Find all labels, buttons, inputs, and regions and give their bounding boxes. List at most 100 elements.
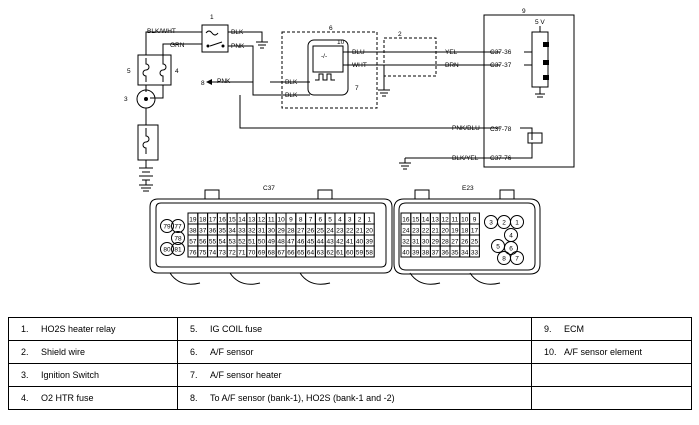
- legend-text: A/F sensor heater: [210, 370, 282, 380]
- callout-7: 7: [355, 85, 359, 92]
- c37-pin-label: 26: [307, 228, 315, 235]
- c37-pin-label: 59: [356, 250, 364, 257]
- c37-pin-label: 46: [297, 239, 305, 246]
- c37-pin-label: 47: [287, 239, 295, 246]
- c37-pin-label: 3: [348, 217, 352, 224]
- legend-cell: 4.O2 HTR fuse: [8, 386, 178, 410]
- callout-8: 8: [201, 80, 205, 87]
- wire-label-pnk-arrow: PNK: [217, 78, 231, 85]
- c37-pin-label: 8: [299, 217, 303, 224]
- c37-pin-label: 9: [289, 217, 293, 224]
- callout-1: 1: [210, 14, 214, 21]
- power-circuit: BLK/WHT GRN 5 4 3: [124, 28, 202, 192]
- legend-cell: 9.ECM: [531, 317, 692, 341]
- e23-pin-label: 16: [402, 217, 410, 224]
- c37-pin-label: 32: [248, 228, 256, 235]
- e23-pin-label: 34: [461, 250, 469, 257]
- wire-label-blk-wht: BLK/WHT: [147, 28, 176, 35]
- e23-pin-label: 31: [412, 239, 420, 246]
- connector-e23-title: E23: [462, 185, 474, 192]
- c37-round-pin: [171, 242, 185, 256]
- e23-round-pin-label: 4: [509, 233, 513, 240]
- c37-pin-label: 54: [219, 239, 227, 246]
- c37-pin-label: 40: [356, 239, 364, 246]
- callout-5: 5: [127, 68, 131, 75]
- c37-pin-label: 24: [326, 228, 334, 235]
- e23-pin-label: 20: [441, 228, 449, 235]
- c37-pin-label: 11: [268, 217, 275, 224]
- c37-pin-label: 56: [199, 239, 207, 246]
- e23-pin-label: 30: [422, 239, 430, 246]
- e23-pin-label: 32: [402, 239, 410, 246]
- legend-number: 6.: [190, 347, 198, 357]
- e23-pin-label: 9: [473, 217, 477, 224]
- fuse-block: [137, 54, 172, 86]
- c37-pin-label: 15: [228, 217, 236, 224]
- e23-round-pin: [510, 215, 524, 229]
- e23-pin-label: 29: [432, 239, 440, 246]
- legend-cell: 6. A/F sensor: [177, 340, 532, 364]
- c37-pin-label: 31: [258, 228, 266, 235]
- e23-pin-label: 18: [461, 228, 469, 235]
- c37-pin-label: 10: [277, 217, 285, 224]
- ecm: 9 5 V C37-36 C37-37 PNK/BLU C37-78 BLK/Y…: [399, 8, 575, 170]
- c37-pin-label: 64: [307, 250, 315, 257]
- e23-pin-label: 39: [412, 250, 420, 257]
- e23-round-pin-label: 1: [515, 220, 519, 227]
- c37-pin-label: 7: [309, 217, 313, 224]
- c37-round-pin-label: 81: [174, 247, 182, 254]
- c37-pin-label: 51: [248, 239, 256, 246]
- ho2s-heater-relay: 1 BLK PNK 8 PNK: [201, 14, 270, 96]
- c37-pin-label: 18: [199, 217, 207, 224]
- c37-round-pin-label: 78: [174, 236, 182, 243]
- e23-pin-label: 35: [451, 250, 459, 257]
- callout-10: 10: [337, 39, 345, 46]
- c37-pin-label: 37: [199, 228, 207, 235]
- shield-wire: 2 YEL BRN: [375, 31, 500, 97]
- callout-2: 2: [398, 31, 402, 38]
- c37-pin-label: 35: [219, 228, 227, 235]
- c37-pin-label: 20: [366, 228, 374, 235]
- e23-round-pin-label: 2: [502, 220, 506, 227]
- wire-label-blk-2: BLK: [285, 92, 298, 99]
- legend-text: HO2S heater relay: [41, 324, 116, 334]
- c37-pin-label: 13: [248, 217, 256, 224]
- legend-text: Shield wire: [41, 347, 86, 357]
- c37-pin-label: 70: [248, 250, 256, 257]
- legend-text: A/F sensor: [210, 347, 254, 357]
- legend-cell: [531, 363, 692, 387]
- legend-number: 2.: [21, 347, 29, 357]
- e23-cell: [469, 245, 480, 258]
- legend-cell: 7.A/F sensor heater: [177, 363, 532, 387]
- e23-pin-label: 22: [422, 228, 430, 235]
- c37-round-pin: [160, 242, 174, 256]
- c37-pin-label: 53: [228, 239, 236, 246]
- wire-label-grn: GRN: [170, 42, 185, 49]
- c37-pin-label: 17: [209, 217, 217, 224]
- c37-pin-label: 55: [209, 239, 217, 246]
- wire-label-blk-relay: BLK: [231, 29, 244, 36]
- c37-pin-label: 73: [219, 250, 227, 257]
- wire-label-wht: WHT: [352, 62, 367, 69]
- e23-pin-label: 36: [441, 250, 449, 257]
- legend-text: To A/F sensor (bank-1), HO2S (bank-1 and…: [210, 393, 395, 403]
- c37-pin-label: 27: [297, 228, 305, 235]
- c37-pin-label: 33: [238, 228, 246, 235]
- c37-pin-label: 49: [268, 239, 276, 246]
- svg-text:-/-: -/-: [321, 53, 327, 60]
- e23-pin-label: 12: [441, 217, 449, 224]
- legend-text: Ignition Switch: [41, 370, 100, 380]
- wire-label-blu: BLU: [352, 49, 365, 56]
- c37-pin-label: 42: [336, 239, 344, 246]
- e23-pin-label: 33: [471, 250, 479, 257]
- c37-pin-label: 16: [219, 217, 227, 224]
- legend-text: O2 HTR fuse: [41, 393, 94, 403]
- e23-round-pin-label: 7: [515, 256, 519, 263]
- af-sensor: 6 -/- 10 7 BLU WHT BLK BLK: [239, 25, 500, 129]
- c37-pin-label: 34: [228, 228, 236, 235]
- wire-label-pnk-relay: PNK: [231, 43, 245, 50]
